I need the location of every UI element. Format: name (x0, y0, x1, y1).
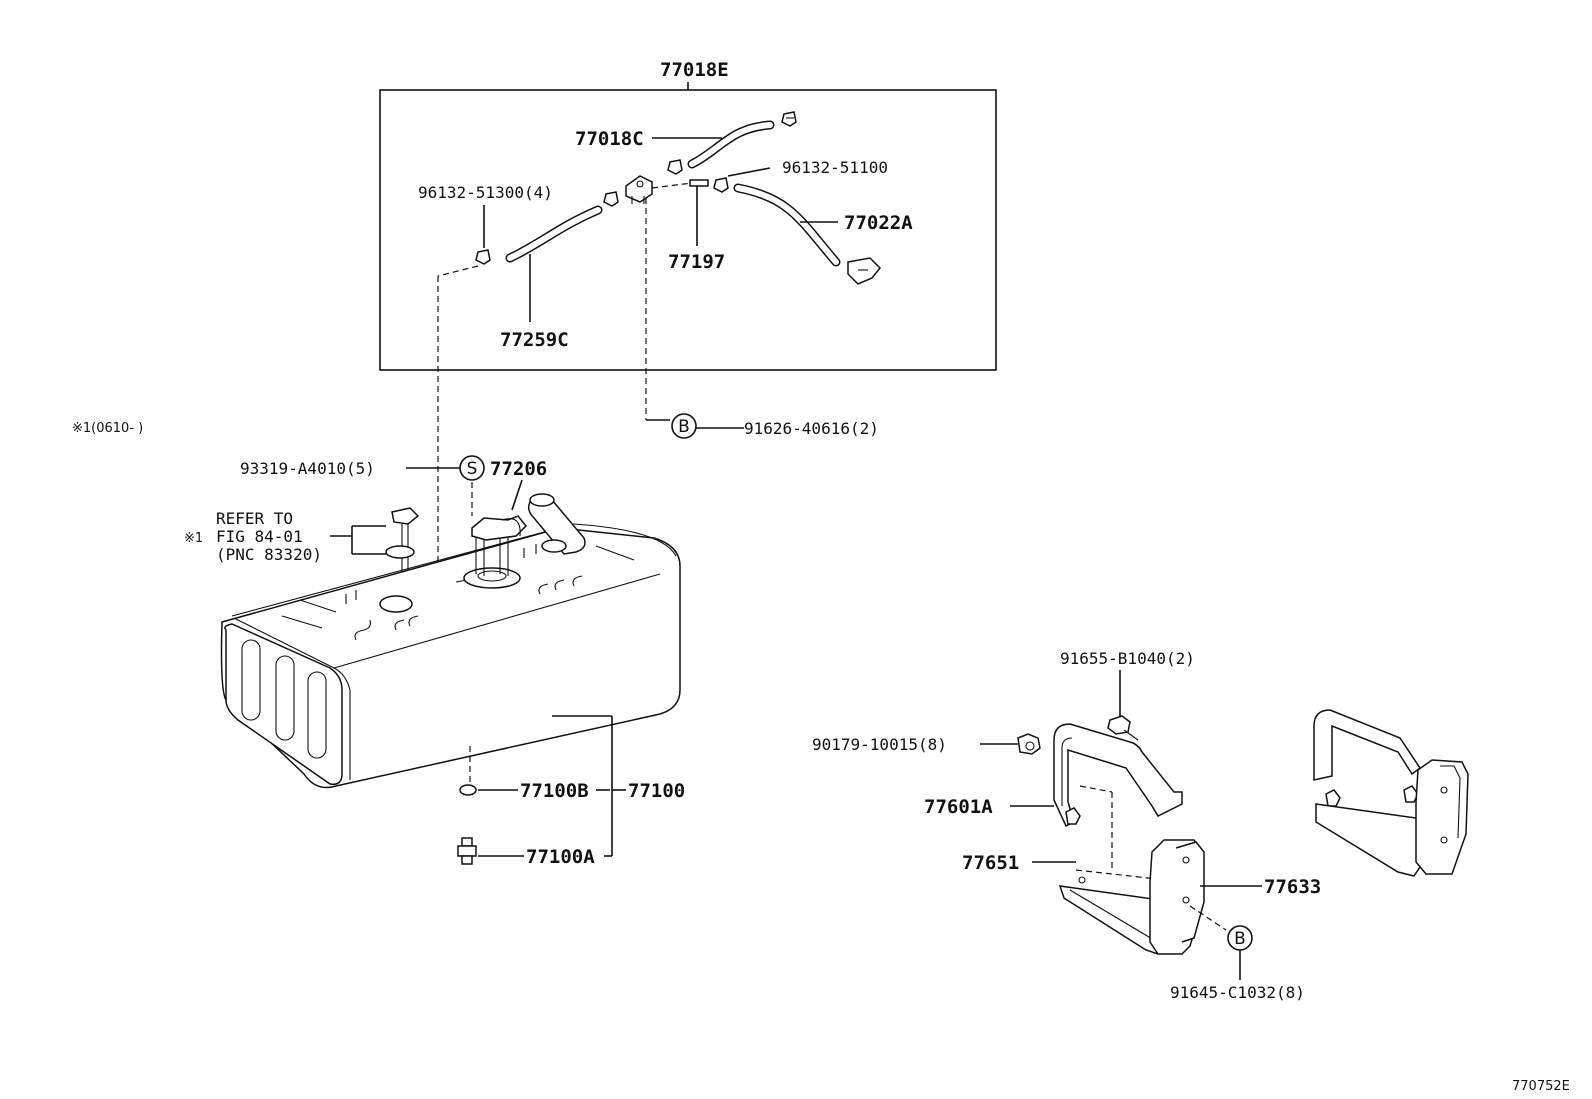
label-96132-51300[interactable]: 96132-51300(4) (418, 183, 553, 202)
label-91655-B1040[interactable]: 91655-B1040(2) (1060, 649, 1195, 668)
label-77206[interactable]: 77206 (490, 458, 547, 480)
label-77018C[interactable]: 77018C (575, 128, 644, 150)
svg-text:S: S (467, 459, 478, 479)
label-91626-40616[interactable]: 91626-40616(2) (744, 419, 879, 438)
hose-77018C-icon (687, 120, 775, 169)
protector-77633-icon (1149, 839, 1205, 955)
clamp-icon-96132-51300 (475, 191, 619, 265)
part-77197-icon (689, 179, 709, 187)
svg-text:B: B (678, 417, 690, 437)
label-77651[interactable]: 77651 (962, 852, 1019, 874)
label-77633[interactable]: 77633 (1264, 876, 1321, 898)
marker-b-bottom: B (1227, 925, 1253, 951)
label-77100B[interactable]: 77100B (520, 780, 589, 802)
kit-77018E-group: 77018E 77018C 77197 (379, 59, 997, 371)
fuel-tank-icon (220, 493, 681, 789)
bracket-assembly-right-icon (1313, 709, 1469, 877)
connector-icon-77022A-end (847, 257, 882, 285)
label-91645-C1032[interactable]: 91645-C1032(8) (1170, 983, 1305, 1002)
label-77100[interactable]: 77100 (628, 780, 685, 802)
marker-s: S (459, 455, 485, 481)
nut-90179-icon (1017, 733, 1041, 755)
marker-b-top: B (671, 413, 697, 439)
label-93319-A4010[interactable]: 93319-A4010(5) (240, 459, 375, 478)
refer-mark: ※1 (184, 531, 203, 546)
clamp-icon-96132-51100 (713, 177, 729, 193)
label-77018E[interactable]: 77018E (660, 59, 729, 81)
refer-line-1: REFER TO (216, 509, 293, 528)
hose-77259C-icon (505, 205, 603, 263)
dash-leader-1 (437, 265, 479, 277)
note-1-date: ※1(0610- ) (72, 421, 143, 436)
refer-line-2: FIG 84-01 (216, 527, 303, 546)
label-77100A[interactable]: 77100A (526, 846, 595, 868)
label-96132-51100[interactable]: 96132-51100 (782, 158, 888, 177)
hose-77022A-icon (733, 183, 841, 267)
svg-text:B: B (1234, 929, 1246, 949)
bolt-91655-icon (1107, 715, 1139, 741)
clamp-icon-center (667, 159, 683, 175)
vent-valve-icon (625, 175, 653, 204)
label-77601A[interactable]: 77601A (924, 796, 993, 818)
label-77022A[interactable]: 77022A (844, 212, 913, 234)
bolt-77100A-icon (457, 837, 477, 865)
kit-outline-box (379, 89, 997, 371)
tank-band-bracket-icon (1053, 723, 1183, 828)
label-77259C[interactable]: 77259C (500, 329, 569, 351)
label-77197[interactable]: 77197 (668, 251, 725, 273)
clamp-icon-top-right (781, 111, 797, 127)
drawing-number: 770752E (1512, 1079, 1570, 1094)
refer-line-3: (PNC 83320) (216, 545, 322, 564)
label-90179-10015[interactable]: 90179-10015(8) (812, 735, 947, 754)
drain-plug-icon (459, 784, 477, 796)
